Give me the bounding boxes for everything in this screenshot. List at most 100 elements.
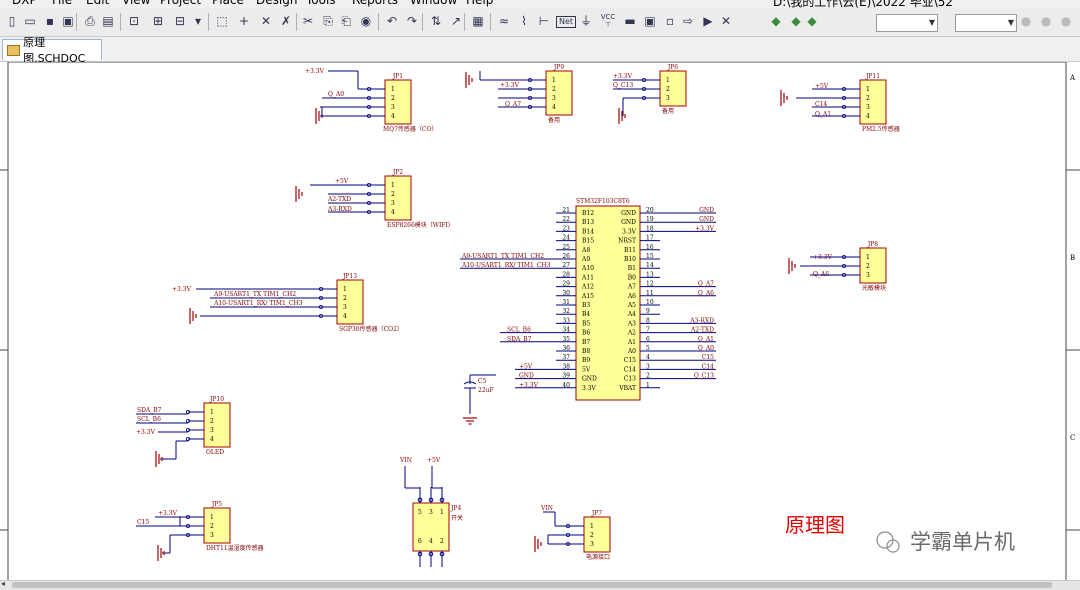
mcu-net-label: A9-USART1_TX TIM1_CH2 — [461, 253, 544, 260]
pin-name: B5 — [582, 320, 590, 327]
move-icon[interactable]: + — [238, 14, 250, 28]
connector-body — [203, 402, 231, 448]
zone-label-B: B — [1070, 254, 1075, 262]
menu-dxp[interactable]: DXP — [12, 0, 37, 7]
filter-combo[interactable]: ▼ — [876, 14, 938, 32]
pin-name: B13 — [582, 219, 594, 226]
capacitor-plate — [463, 381, 477, 385]
cut-icon[interactable]: ✂ — [302, 14, 314, 28]
save-icon[interactable]: ▪ — [45, 14, 55, 28]
mcu-net-label: Q_A1 — [698, 336, 714, 343]
pin-name: B15 — [582, 238, 594, 245]
net-label-icon[interactable]: Net — [556, 16, 576, 28]
zoom-fit-icon[interactable]: ⊡ — [128, 14, 140, 28]
bus-entry-icon[interactable]: ⊢ — [538, 14, 550, 28]
menu-place[interactable]: Place — [212, 0, 244, 7]
zone-label-C: C — [1070, 434, 1075, 442]
select-rect-icon[interactable]: ⬚ — [216, 14, 228, 28]
copy-icon[interactable]: ⎘ — [323, 14, 333, 28]
connector-comment: 备用 — [662, 107, 674, 115]
power-port-label: +3.3V — [158, 510, 178, 517]
rubber-stamp-icon[interactable]: ◉ — [360, 14, 372, 28]
sheet-entry-icon[interactable]: ▫ — [665, 14, 675, 28]
zoom-dropdown-icon[interactable]: ▾ — [194, 14, 202, 28]
pin-number: 31 — [562, 299, 570, 306]
new-doc-icon[interactable]: ▯ — [8, 14, 16, 28]
tab-schematic-document[interactable]: 原理图.SCHDOC — [2, 36, 102, 65]
settings-icon[interactable]: ◆ — [807, 14, 817, 28]
directive-icon[interactable]: ▶ — [703, 14, 713, 28]
gnd-icon[interactable]: ⏚ — [579, 14, 592, 28]
part-icon[interactable]: ▬ — [624, 14, 636, 28]
vcc-icon[interactable]: VCC ⊤ — [600, 13, 616, 29]
compile-icon[interactable]: ▦ — [472, 14, 484, 28]
pin-number: 4 — [866, 113, 870, 120]
pin-number: 11 — [646, 290, 654, 297]
open-icon[interactable]: ▭ — [24, 14, 36, 28]
pin-number: 37 — [562, 354, 570, 361]
cross-probe-icon[interactable]: ↗ — [450, 14, 462, 28]
pin-number: 3 — [391, 104, 395, 111]
menu-reports[interactable]: Reports — [352, 0, 399, 7]
print-preview-icon[interactable]: ⎙ — [85, 14, 95, 28]
ground-icon — [780, 90, 788, 106]
menu-edit[interactable]: Edit — [86, 0, 110, 7]
menu-tools[interactable]: Tools — [306, 0, 336, 7]
clear-filter-icon[interactable]: ✗ — [280, 14, 292, 28]
pin-number: 4 — [429, 538, 433, 545]
no-erc-icon[interactable]: ✕ — [720, 14, 732, 28]
power-port-label: +3.3V — [613, 73, 633, 80]
pin-number: 1 — [440, 509, 444, 516]
menu-bar: DXP File Edit View Project Place Design Tools Re… — [0, 0, 1080, 8]
scrollbar-thumb[interactable] — [12, 582, 1052, 588]
pin-number: 2 — [210, 523, 214, 530]
menu-view[interactable]: View — [122, 0, 151, 7]
undo-icon[interactable]: ↶ — [386, 14, 398, 28]
scroll-left-icon[interactable]: ◂ — [1, 579, 6, 588]
pin-number: 40 — [562, 382, 570, 389]
mcu-net-label: GND — [699, 207, 714, 214]
pin-name: A12 — [581, 284, 594, 291]
menu-window[interactable]: Window — [410, 0, 458, 7]
menu-help[interactable]: Help — [466, 0, 494, 7]
ground-icon — [618, 108, 626, 124]
pin-name: GND — [621, 210, 636, 217]
library-icon[interactable]: ◆ — [791, 14, 801, 28]
ground-icon — [463, 417, 477, 425]
project-icon[interactable]: ◆ — [771, 14, 781, 28]
help-circle-icon[interactable]: ● — [1020, 14, 1032, 28]
switch-body — [412, 502, 450, 552]
pin-endpoint — [417, 497, 423, 503]
paste-icon[interactable]: ⎗ — [341, 14, 351, 28]
forward-icon[interactable]: ● — [1060, 14, 1072, 28]
sheet-symbol-icon[interactable]: ▣ — [644, 14, 656, 28]
connector-body — [384, 175, 412, 221]
deselect-icon[interactable]: ✕ — [260, 14, 272, 28]
report-icon[interactable]: ▤ — [102, 14, 114, 28]
port-icon[interactable]: ⇨ — [682, 14, 694, 28]
zoom-area-icon[interactable]: ⊞ — [152, 14, 164, 28]
back-icon[interactable]: ● — [1040, 14, 1052, 28]
bus-icon[interactable]: ⌇ — [521, 14, 527, 28]
pin-number: 32 — [562, 308, 570, 315]
connector-designator: JP4 — [450, 505, 461, 512]
pin-number: 16 — [646, 244, 654, 251]
horizontal-scrollbar[interactable]: ◂ — [0, 579, 1080, 590]
schematic-sheet[interactable]: ABCJP11234MQ7传感器（CO）+3.3VQ_A0JP91234备用+3… — [0, 61, 1080, 590]
menu-design[interactable]: Design — [256, 0, 298, 7]
wire-icon[interactable]: ≈ — [498, 14, 510, 28]
menu-file[interactable]: File — [52, 0, 73, 7]
pin-name: B4 — [582, 311, 590, 318]
hierarchy-icon[interactable]: ⇅ — [430, 14, 442, 28]
schematic-file-icon — [7, 44, 21, 56]
menu-project[interactable]: Project — [160, 0, 202, 7]
pin-name: A9 — [581, 256, 590, 263]
zoom-select-icon[interactable]: ⊟ — [174, 14, 186, 28]
print-icon[interactable]: ▣ — [62, 14, 74, 28]
redo-icon[interactable]: ↷ — [406, 14, 418, 28]
zoom-combo[interactable]: ▼ — [955, 14, 1017, 32]
